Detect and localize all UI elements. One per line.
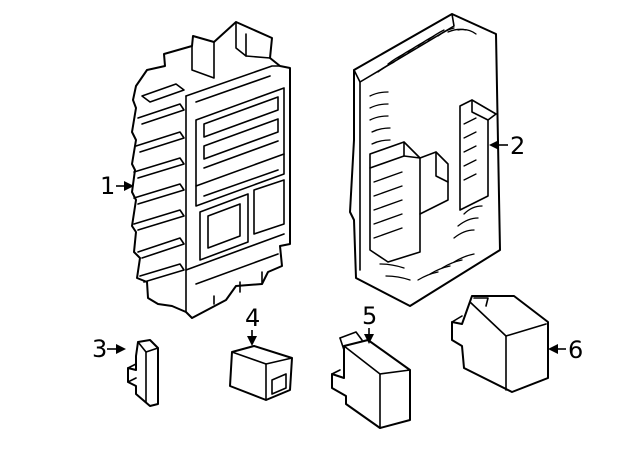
arrow-left-icon [548,344,558,354]
callout-6: 6 [548,336,583,364]
callout-5-label: 5 [362,302,377,330]
part-1-junction-block [131,21,291,319]
part-3-fuse [127,339,159,407]
arrow-down-icon [247,336,257,346]
arrow-right-icon [116,344,126,354]
part-2-control-module [349,13,501,307]
callout-4-label: 4 [245,304,260,332]
callout-1: 1 [100,172,134,200]
part-4-mini-fuse [229,345,293,401]
callout-3: 3 [92,335,126,363]
part-5-relay [331,331,411,429]
callout-6-label: 6 [568,336,583,364]
arrow-down-icon [364,334,374,344]
part-6-relay [451,295,549,393]
callout-1-label: 1 [100,172,115,200]
callout-3-label: 3 [92,335,107,363]
callout-2-label: 2 [510,132,525,160]
arrow-right-icon [124,181,134,191]
callout-4: 4 [245,304,260,346]
arrow-left-icon [489,140,499,150]
callout-5: 5 [362,302,377,344]
callout-2: 2 [489,132,525,160]
